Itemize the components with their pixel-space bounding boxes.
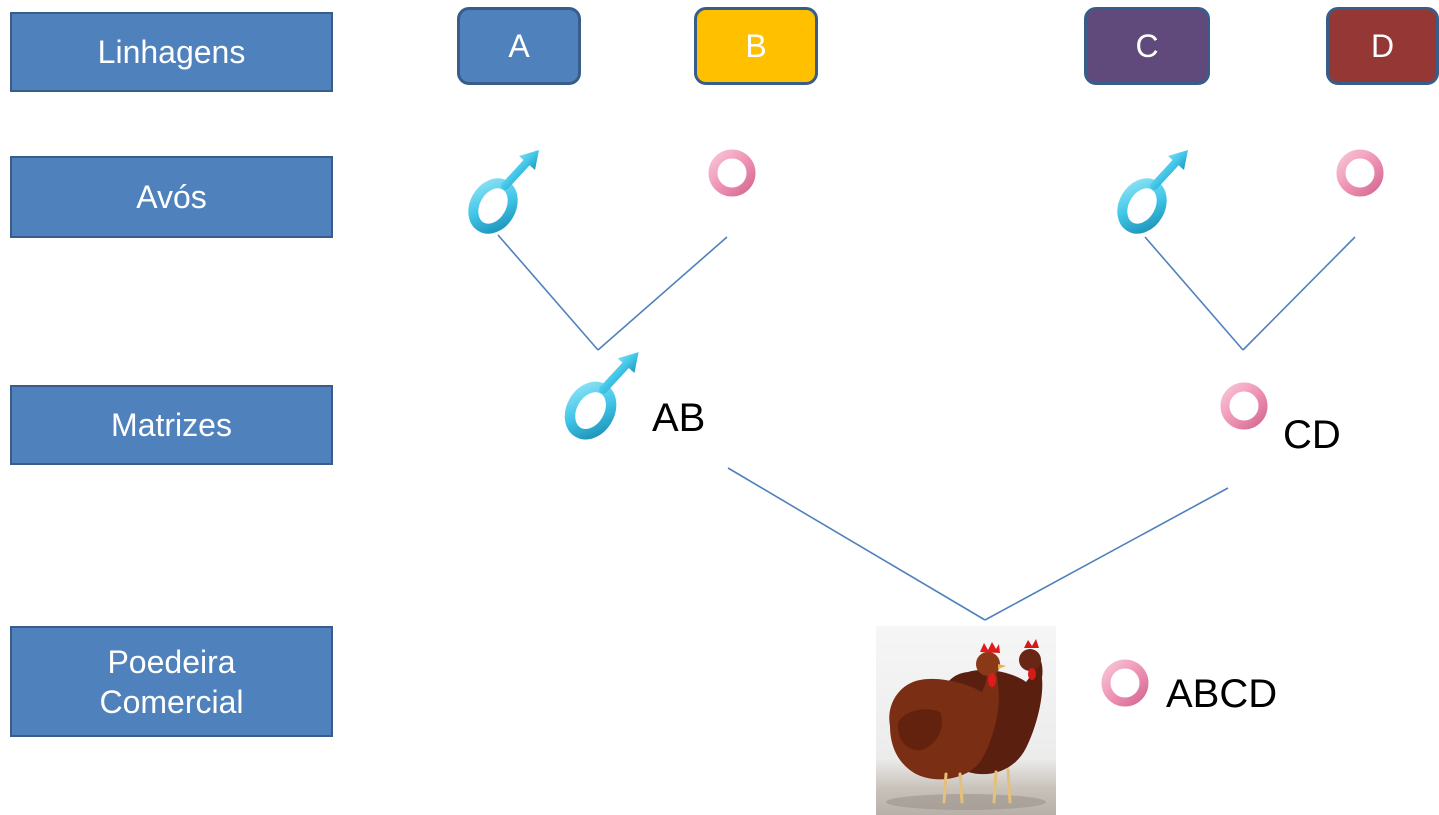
male-symbol-icon-c bbox=[1112, 148, 1192, 238]
connector-ab-to-abcd bbox=[727, 467, 986, 621]
level-poedeira-comercial: Poedeira Comercial bbox=[10, 626, 333, 737]
female-symbol-icon-abcd bbox=[1091, 653, 1161, 745]
level-linhagens: Linhagens bbox=[10, 12, 333, 92]
line-d-label: D bbox=[1370, 27, 1395, 64]
connector-c-to-cd bbox=[1144, 236, 1244, 351]
level-matrizes-label: Matrizes bbox=[111, 407, 232, 443]
connector-cd-to-abcd bbox=[984, 487, 1229, 621]
line-b-label: B bbox=[745, 27, 767, 64]
female-symbol-icon-d bbox=[1326, 143, 1396, 235]
female-symbol-icon-cd bbox=[1210, 376, 1280, 468]
cross-abcd-label: ABCD bbox=[1166, 672, 1278, 716]
level-avos-label: Avós bbox=[136, 179, 207, 215]
cross-cd-label: CD bbox=[1283, 413, 1341, 457]
male-symbol-icon-a bbox=[463, 148, 543, 238]
connector-d-to-cd bbox=[1242, 236, 1356, 351]
line-a-label: A bbox=[508, 27, 530, 64]
line-box-b: B bbox=[694, 7, 818, 85]
cross-ab-label: AB bbox=[652, 396, 706, 440]
level-avos: Avós bbox=[10, 156, 333, 238]
line-box-d: D bbox=[1326, 7, 1439, 85]
hens-photo bbox=[876, 626, 1056, 815]
level-poedeira-comercial-label: Poedeira Comercial bbox=[99, 643, 244, 720]
line-box-c: C bbox=[1084, 7, 1210, 85]
female-symbol-icon-b bbox=[698, 143, 768, 235]
line-c-label: C bbox=[1135, 27, 1159, 64]
level-matrizes: Matrizes bbox=[10, 385, 333, 465]
connector-b-to-ab bbox=[597, 236, 728, 351]
connector-a-to-ab bbox=[497, 234, 599, 351]
line-box-a: A bbox=[457, 7, 581, 85]
male-symbol-icon-ab bbox=[558, 350, 644, 444]
level-linhagens-label: Linhagens bbox=[97, 34, 246, 70]
